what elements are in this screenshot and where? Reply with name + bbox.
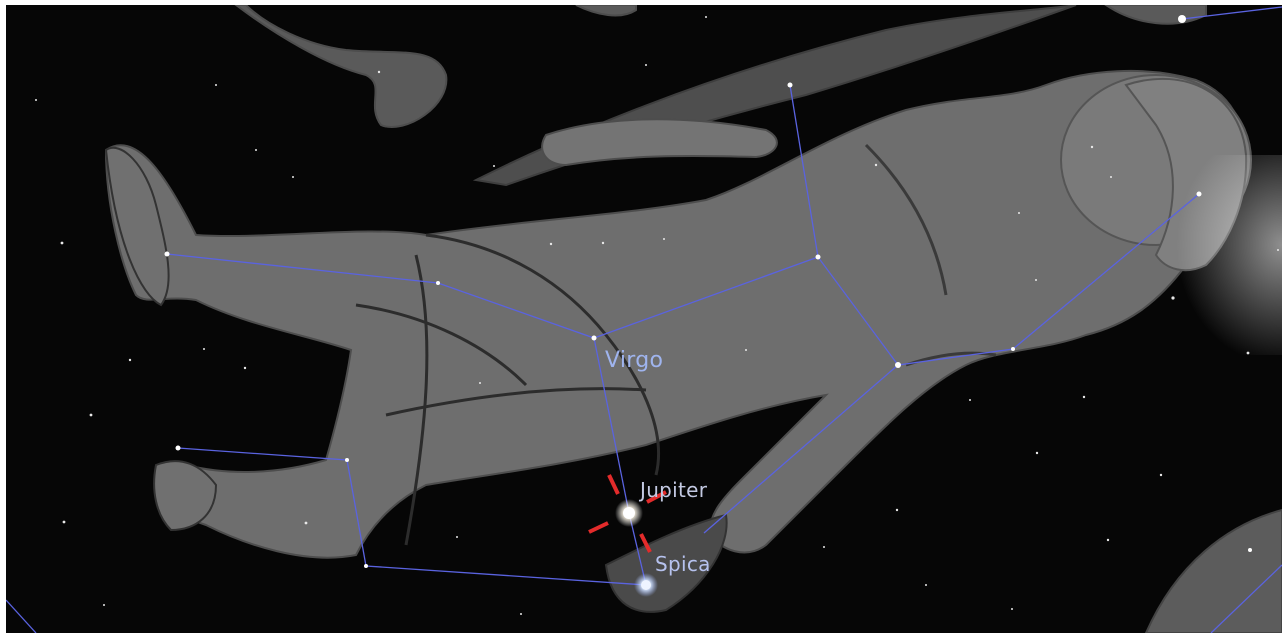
background-stars	[35, 16, 1279, 615]
sky-canvas[interactable]	[6, 5, 1282, 633]
spica-star[interactable]	[634, 573, 658, 597]
selection-marker	[588, 474, 667, 553]
constellation-stars	[164, 15, 1252, 568]
sun-glare	[1106, 155, 1282, 355]
spica-label[interactable]: Spica	[655, 552, 711, 576]
virgo-figure	[104, 5, 1282, 633]
jupiter-label[interactable]: Jupiter	[640, 478, 708, 502]
constellation-label: Virgo	[605, 348, 664, 373]
jupiter-object[interactable]	[615, 499, 643, 527]
sky-view[interactable]: Virgo Jupiter Spica	[6, 5, 1282, 633]
